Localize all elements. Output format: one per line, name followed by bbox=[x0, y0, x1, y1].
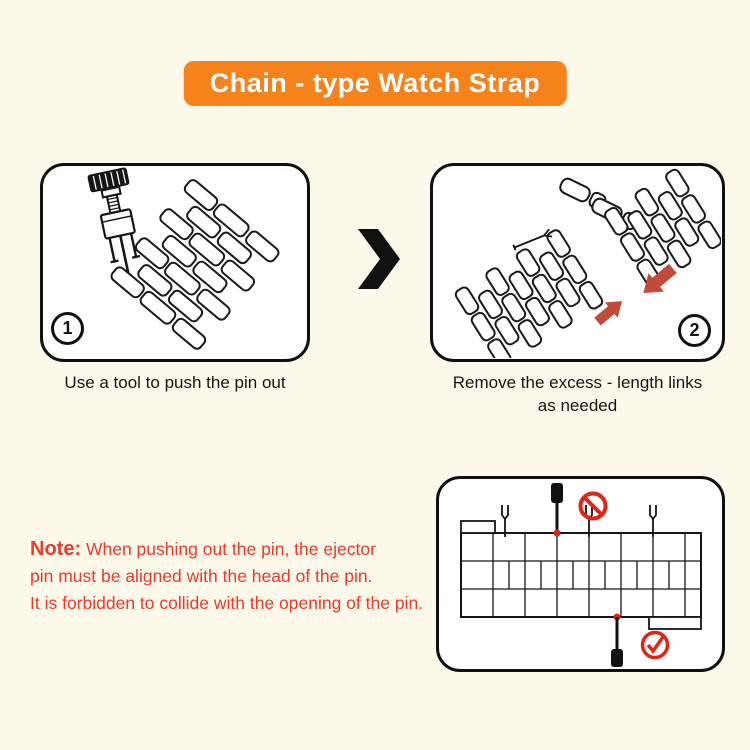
step2-caption-line1: Remove the excess - length links bbox=[452, 373, 703, 392]
step2-caption-line2: as needed bbox=[537, 395, 618, 415]
alignment-detail-panel bbox=[436, 476, 725, 672]
check-circle-icon bbox=[640, 630, 670, 660]
pin-removal-tool-illustration bbox=[87, 167, 280, 350]
page-title: Chain - type Watch Strap bbox=[209, 68, 541, 98]
red-arrow-icon bbox=[594, 301, 623, 326]
loose-pin-icon bbox=[512, 228, 553, 251]
pin-alignment-illustration bbox=[460, 483, 702, 667]
note-line2: pin must be aligned with the head of the… bbox=[30, 566, 373, 586]
step2-panel: 2 bbox=[430, 163, 725, 362]
step2-caption: Remove the excess - length links as need… bbox=[430, 372, 725, 418]
step1-caption: Use a tool to push the pin out bbox=[64, 373, 286, 392]
prohibited-icon bbox=[578, 491, 608, 521]
chevron-right-icon bbox=[358, 229, 400, 289]
note-line1: Note: When pushing out the pin, the ejec… bbox=[30, 538, 376, 560]
step1-panel: 1 bbox=[40, 163, 310, 362]
ejector-pin-top-icon bbox=[551, 483, 563, 537]
title-banner: Chain - type Watch Strap bbox=[183, 61, 567, 106]
strap-links-illustration bbox=[454, 168, 721, 358]
link-remover-tool-icon bbox=[87, 167, 141, 274]
ejector-pin-bottom-icon bbox=[611, 613, 623, 667]
step2-number-badge: 2 bbox=[678, 314, 711, 347]
red-arrow-icon bbox=[643, 263, 677, 294]
note-label: Note: bbox=[30, 538, 82, 560]
step1-number-badge: 1 bbox=[51, 312, 84, 345]
note-line3: It is forbidden to collide with the open… bbox=[30, 593, 424, 613]
note-text: Note: When pushing out the pin, the ejec… bbox=[30, 536, 450, 617]
